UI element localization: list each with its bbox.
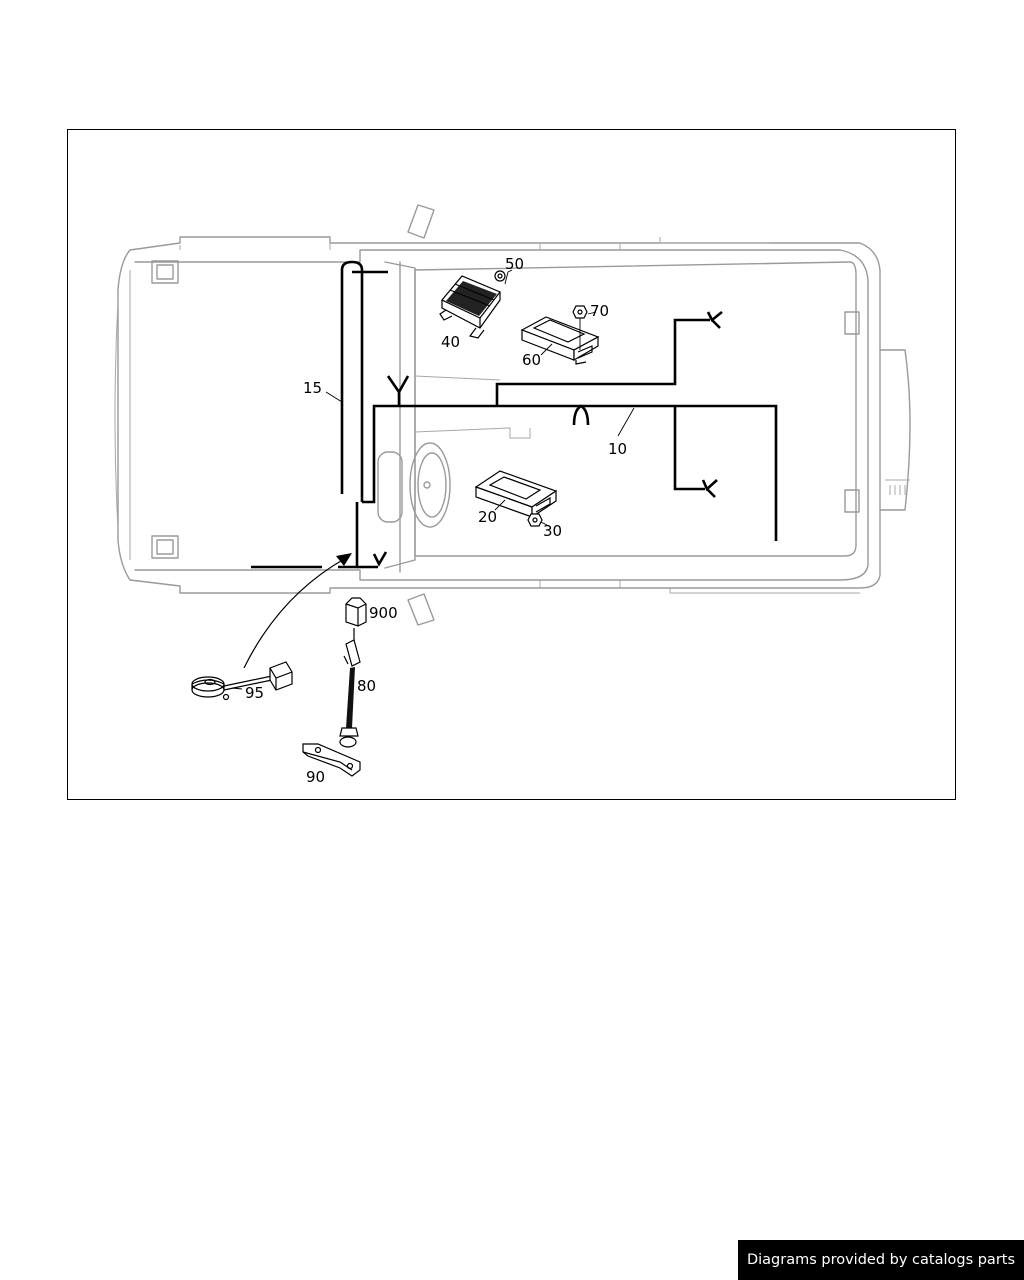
part-30-nut — [527, 513, 543, 527]
part-60-unit — [520, 316, 600, 365]
callout-10: 10 — [608, 440, 627, 458]
callout-90: 90 — [306, 768, 325, 786]
callout-900: 900 — [369, 604, 398, 622]
callout-40: 40 — [441, 333, 460, 351]
part-20-unit — [474, 470, 558, 519]
callout-60: 60 — [522, 351, 541, 369]
part-900-connector — [345, 597, 367, 642]
callout-95: 95 — [245, 684, 264, 702]
callout-30: 30 — [543, 522, 562, 540]
vehicle-outline — [114, 204, 911, 626]
callout-70: 70 — [590, 302, 609, 320]
callout-15: 15 — [303, 379, 322, 397]
leader-lines — [231, 311, 635, 690]
callout-80: 80 — [357, 677, 376, 695]
callout-20: 20 — [478, 508, 497, 526]
harness-wiring — [251, 260, 778, 569]
footer-credit-badge: Diagrams provided by catalogs parts — [738, 1240, 1024, 1280]
harness-10-line — [362, 404, 778, 541]
part-40-module — [439, 275, 501, 339]
part-90-bracket — [302, 743, 361, 777]
part-95-pointer-arrow — [243, 553, 352, 669]
part-95-sensor — [191, 661, 293, 701]
harness-15-line — [340, 260, 364, 502]
part-50-nut — [494, 269, 513, 285]
callout-50: 50 — [505, 255, 524, 273]
callout-labels: 10 15 20 30 40 50 60 70 80 90 95 900 — [245, 255, 627, 786]
part-70-nut — [572, 305, 588, 350]
part-80-cable — [339, 639, 361, 748]
